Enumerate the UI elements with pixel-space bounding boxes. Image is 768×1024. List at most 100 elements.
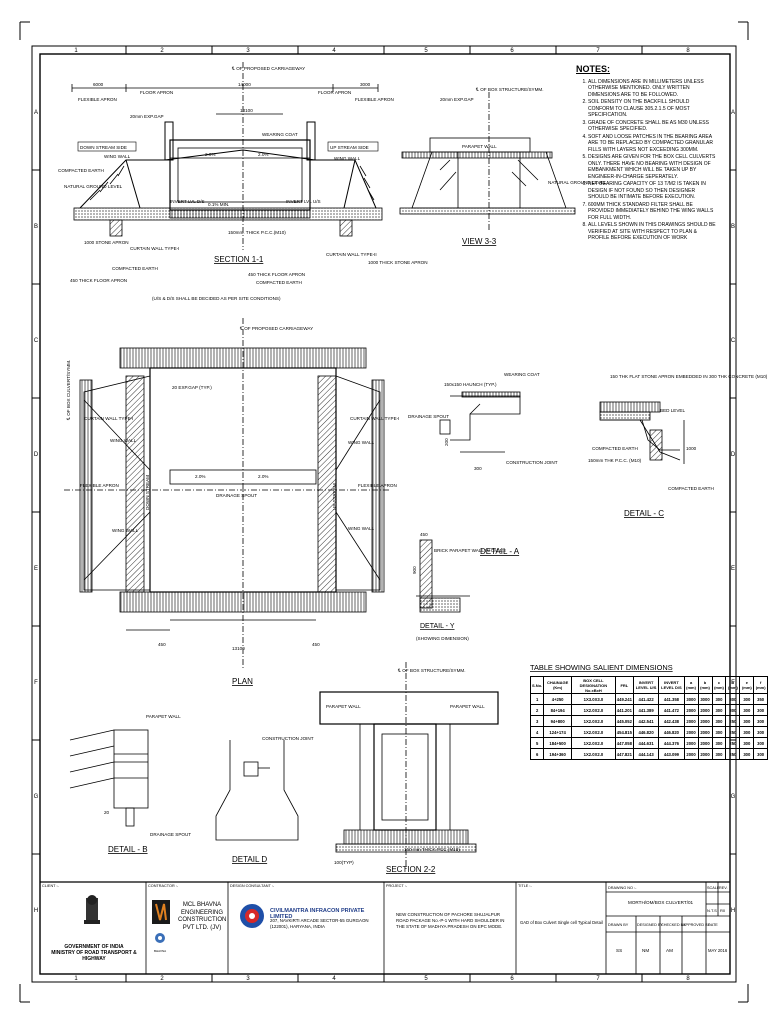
s22-cl-label: ℄ OF BOX STRUCTURE/SYMM. bbox=[397, 668, 466, 673]
s11-exp-gap: 20mm EXP.GAP bbox=[130, 114, 164, 119]
tb-client-name: GOVERNMENT OF INDIA MINISTRY OF ROAD TRA… bbox=[51, 944, 137, 962]
plan-dim-13100: 13100 bbox=[232, 646, 245, 651]
plan-dim-450-right: 450 bbox=[312, 642, 320, 647]
tb-rev-value: R0 bbox=[720, 908, 726, 913]
table-cell: 1X2.0X2.0 bbox=[571, 715, 616, 727]
view-3-3-labels: ℄ OF BOX STRUCTURE/SYMM. 20mm EXP.GAP PA… bbox=[440, 87, 607, 246]
tb-contractor-label: CONTRACTOR :- bbox=[148, 884, 179, 888]
v33-cl-label: ℄ OF BOX STRUCTURE/SYMM. bbox=[475, 87, 544, 92]
dc-stone-apron: 150 THK FLAT STONE APRON EMBEDDED IN 300… bbox=[610, 374, 768, 379]
table-cell: 300 bbox=[725, 704, 741, 716]
table-cell: 300 bbox=[739, 748, 755, 760]
mcl-logo-icon bbox=[152, 900, 170, 924]
salient-dimensions-table: S.No. CHAINAGE (Km) BOX CELL DESIGNATION… bbox=[529, 676, 768, 760]
tb-scale-value: N.T.S bbox=[707, 908, 717, 913]
row-label-right-g: G bbox=[731, 794, 736, 800]
table-cell: 446.820 bbox=[658, 726, 685, 738]
table-cell: 250 bbox=[725, 715, 741, 727]
table-cell: 300 bbox=[753, 704, 768, 716]
table-cell: 124+174 bbox=[543, 726, 573, 738]
table-cell: 300 bbox=[753, 715, 768, 727]
notes-block: NOTES: ALL DIMENSIONS ARE IN MILLIMETERS… bbox=[576, 65, 716, 243]
v33-exp-gap: 20mm EXP.GAP bbox=[440, 97, 474, 102]
tb-drawn-by-label: DRAWN BY bbox=[608, 923, 629, 927]
note-4: SOFT AND LOOSE PATCHES IN THE BEARING AR… bbox=[588, 134, 716, 154]
tb-drawing-title: GAD of Box Culvert Single cell Typical D… bbox=[520, 920, 603, 925]
table-cell: 250 bbox=[725, 737, 741, 749]
tb-consultant-label: DESIGN CONSULTANT :- bbox=[230, 884, 275, 888]
table-cell: 2000 bbox=[683, 737, 699, 749]
plan-dim-450-left: 450 bbox=[158, 642, 166, 647]
table-cell: 300 bbox=[753, 726, 768, 738]
table-cell: 442.541 bbox=[632, 715, 660, 727]
table-cell: 84+194 bbox=[543, 704, 573, 716]
s11-compacted-earth-2: COMPACTED EARTH bbox=[112, 266, 158, 271]
table-header-row: S.No. CHAINAGE (Km) BOX CELL DESIGNATION… bbox=[529, 676, 768, 694]
table-cell: 441.389 bbox=[632, 704, 660, 716]
s11-slope-left: 2.0% bbox=[205, 152, 215, 157]
detail-c-labels: 150 THK FLAT STONE APRON EMBEDDED IN 300… bbox=[588, 374, 768, 518]
tb-scale-label: SCALE bbox=[707, 886, 720, 890]
s11-cl-label: ℄ OF PROPOSED CARRIAGEWAY bbox=[231, 66, 305, 71]
row-label-left-h: H bbox=[34, 908, 38, 914]
tb-project-label: PROJECT :- bbox=[386, 884, 408, 888]
table-cell: 1X2.0X2.0 bbox=[571, 726, 616, 738]
col-label-bottom-8: 8 bbox=[686, 976, 690, 982]
col-label-top-8: 8 bbox=[686, 48, 690, 54]
table-cell: 441.422 bbox=[632, 693, 660, 705]
plan-slope-2: 2.0% bbox=[258, 474, 268, 479]
s11-floor-apron-thick-2: 450 THICK FLOOR APRON bbox=[248, 272, 305, 277]
table-cell: 300 bbox=[725, 693, 741, 705]
db-dim-20: 20 bbox=[104, 810, 110, 815]
table-cell: 3 bbox=[529, 715, 545, 727]
dy-title: DETAIL - Y bbox=[420, 623, 455, 630]
table-cell: 441.472 bbox=[658, 704, 685, 716]
tb-date: MAY 2016 bbox=[708, 948, 728, 953]
db-parapet: PARAPET WALL bbox=[146, 714, 181, 719]
section-1-1 bbox=[71, 62, 383, 250]
salient-table-title: TABLE SHOWING SALIENT DIMENSIONS bbox=[530, 663, 673, 672]
table-cell: 300 bbox=[739, 704, 755, 716]
detail-b bbox=[69, 729, 149, 827]
col-label-top-3: 3 bbox=[246, 48, 250, 54]
table-cell: 250 bbox=[725, 726, 741, 738]
tb-drawing-no: MORTH/OM/BOX CULVERT/01 bbox=[628, 900, 694, 905]
detail-b-labels: PARAPET WALL 20 DRAINAGE SPOUT DETAIL - … bbox=[104, 714, 191, 854]
table-cell: 2000 bbox=[683, 704, 699, 716]
row-label-right-a: A bbox=[731, 110, 735, 116]
row-label-left-d: D bbox=[34, 452, 39, 458]
detail-y-labels: DETAIL - Y (SHOWING DIMENSION) bbox=[416, 623, 469, 641]
note-3: GRADE OF CONCRETE SHALL BE AS M30 UNLESS… bbox=[588, 120, 716, 133]
table-cell: 2000 bbox=[697, 748, 713, 760]
table-cell: 1X2.0X2.0 bbox=[571, 737, 616, 749]
table-header: b (mm) bbox=[697, 676, 713, 694]
table-cell: 250 bbox=[725, 748, 741, 760]
table-cell: 184+500 bbox=[543, 737, 573, 749]
tb-designed-by: NM bbox=[642, 948, 649, 953]
table-cell: 2000 bbox=[683, 748, 699, 760]
table-cell: 1X2.0X2.0 bbox=[571, 704, 616, 716]
tb-project-name: NEW CONSTRUCTION OF PACHORE SHUJALPUR RO… bbox=[396, 912, 505, 929]
table-cell: 2000 bbox=[683, 715, 699, 727]
plan-down-stream: DOWN STREAM bbox=[145, 475, 150, 510]
plan-wing-wall-right: WING WALL bbox=[348, 440, 375, 445]
table-header: f (mm) bbox=[753, 676, 768, 694]
table-header: S.No. bbox=[529, 676, 545, 694]
note-5: DESIGNS ARE GIVEN FOR THE BOX CELL CULVE… bbox=[588, 154, 716, 180]
table-cell: 444.143 bbox=[632, 748, 660, 760]
tb-checked-by-label: CHECKED BY bbox=[661, 923, 686, 927]
table-cell: 442.438 bbox=[658, 715, 685, 727]
table-cell: 300 bbox=[711, 737, 727, 749]
table-cell: 194+360 bbox=[543, 748, 573, 760]
table-cell: 300 bbox=[711, 715, 727, 727]
table-cell: 1X3.0X3.0 bbox=[571, 693, 616, 705]
row-label-left-c: C bbox=[34, 338, 39, 344]
title-block bbox=[40, 881, 730, 974]
db-title: DETAIL - B bbox=[108, 845, 148, 854]
col-label-bottom-3: 3 bbox=[246, 976, 250, 982]
table-cell: 443.099 bbox=[658, 748, 685, 760]
